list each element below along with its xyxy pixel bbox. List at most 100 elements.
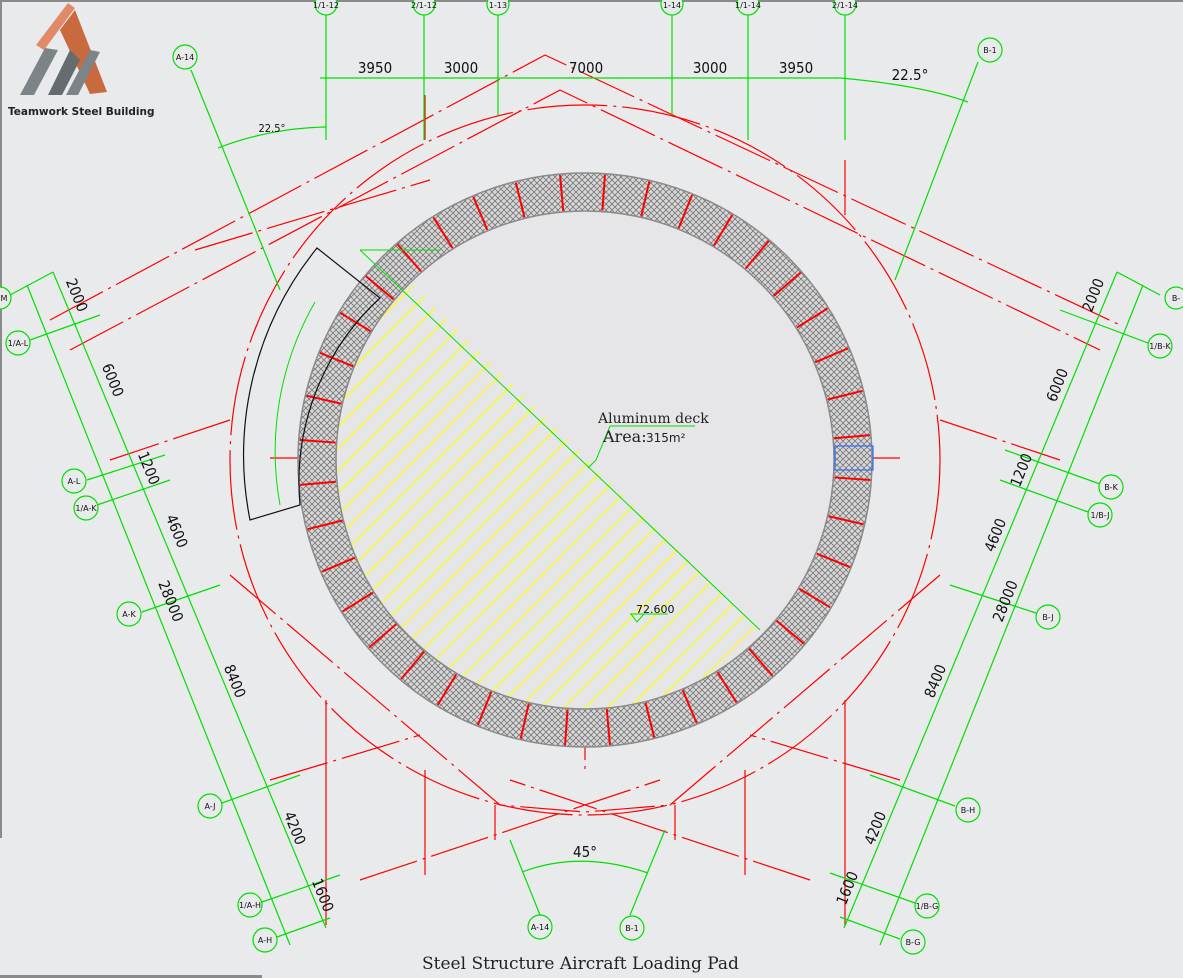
angle-label: 22.5° [892, 66, 929, 84]
ring-rib [601, 174, 606, 211]
ring-rib [681, 689, 698, 724]
bubble-label: M [1, 294, 8, 303]
grid-bubbles [0, 0, 1183, 955]
bubble-label: A-J [205, 802, 216, 811]
ring-rib [321, 556, 356, 573]
ramp-outline [243, 247, 381, 521]
bubble-label: B-K [1104, 483, 1118, 492]
bubble-label: 1/A-L [8, 339, 29, 348]
grid-lines [9, 15, 1161, 946]
hatched-ring [298, 173, 872, 747]
ring-rib [677, 194, 694, 229]
ring-rib [299, 439, 336, 444]
bubble-label: 2/1-12 [411, 1, 437, 10]
ring-rib [833, 434, 870, 440]
angle-label: 22.5° [259, 122, 286, 135]
bubble-label: A-H [258, 936, 272, 945]
bubble-label: 1-13 [489, 1, 507, 10]
deck-hatch-line [598, 232, 780, 708]
ring-rib [476, 691, 493, 726]
bubble-label: B-1 [625, 924, 638, 933]
ring-rib [514, 182, 526, 218]
ring-outer-edge [297, 172, 873, 748]
area-label: Area: [602, 427, 647, 446]
ring-rib [396, 243, 422, 272]
elevation-label: 72.600 [636, 603, 675, 616]
ring-rib [834, 476, 871, 481]
ring-rib [519, 703, 530, 739]
ring-inner-edge [335, 210, 835, 710]
deck-hatch-line [532, 232, 780, 708]
ring-ribs [299, 174, 871, 746]
dim-label: 3950 [358, 59, 392, 77]
ring-rib [319, 351, 354, 368]
bubble-label: B- [1172, 294, 1180, 303]
dim-label: 1200 [134, 449, 164, 488]
bubble-label: B-J [1042, 613, 1053, 622]
red-column-lines [325, 95, 846, 925]
ring-rib [368, 623, 397, 649]
bubble-label: A-14 [176, 53, 194, 62]
ring-rib [605, 708, 611, 745]
angle-label: 45° [573, 843, 597, 861]
ring-rib [775, 619, 805, 645]
ring-rib [306, 394, 342, 405]
ring-rib [472, 196, 489, 231]
bubble-label: 1/B-G [916, 902, 939, 911]
bubble-label: 1/B-K [1149, 342, 1171, 351]
dim-label: 2000 [62, 276, 92, 315]
ring-rib [712, 214, 734, 247]
ring-rib [748, 648, 774, 677]
ring-rib [436, 673, 458, 706]
deck-hatch-line [488, 232, 780, 708]
ring-rib [341, 591, 374, 613]
bubble-label: 1/A-K [75, 504, 97, 513]
outer-platform-circle [229, 104, 941, 816]
deck-leader-arrow [587, 425, 611, 469]
bubble-label: 1/B-J [1091, 511, 1110, 520]
right-access-hatch [834, 445, 874, 471]
ring-rib [365, 275, 395, 301]
bubble-label: 1-14 [663, 1, 681, 10]
dim-label: 3950 [779, 59, 813, 77]
deck-hatch-line [620, 232, 780, 708]
elevation-triangle [630, 613, 646, 623]
ring-rib [827, 389, 863, 401]
deck-split-line [359, 249, 761, 631]
bubble-label: A-K [122, 610, 136, 619]
ring-rib [559, 175, 565, 212]
dim-label: 4600 [981, 516, 1011, 555]
ring-rib [773, 271, 802, 297]
bubble-label: 1/A-H [239, 901, 261, 910]
dim-label: 8400 [921, 662, 951, 701]
ring-rib [796, 307, 829, 329]
ring-rib [640, 181, 651, 217]
window-frame-bottom [0, 975, 262, 978]
deck-hatch-line [510, 232, 780, 708]
dim-label: 3000 [444, 59, 478, 77]
ring-rib [798, 587, 831, 609]
bubble-label: B-G [906, 938, 921, 947]
dim-label: 3000 [693, 59, 727, 77]
dim-label: 1600 [833, 869, 863, 908]
dim-label: 6000 [1043, 366, 1073, 405]
bubble-label: B-H [961, 806, 975, 815]
dim-label: 7000 [569, 59, 603, 77]
area-value: 315m² [646, 431, 686, 445]
ring-rib [814, 347, 849, 364]
ring-rib [564, 709, 569, 746]
bubble-label: A-L [68, 477, 81, 486]
ring-rib [400, 650, 426, 680]
bubble-label: B-1 [983, 46, 996, 55]
bubble-label: A-14 [531, 923, 549, 932]
ring-rib [644, 702, 656, 738]
window-frame-top [0, 0, 1183, 2]
ring-rib [828, 515, 864, 526]
ramp-guide-arc [274, 301, 316, 506]
drawing-title: Steel Structure Aircraft Loading Pad [422, 954, 739, 974]
ring-rib [339, 311, 372, 333]
deck-label: Aluminum deck [597, 411, 709, 427]
ring-rib [307, 519, 343, 531]
